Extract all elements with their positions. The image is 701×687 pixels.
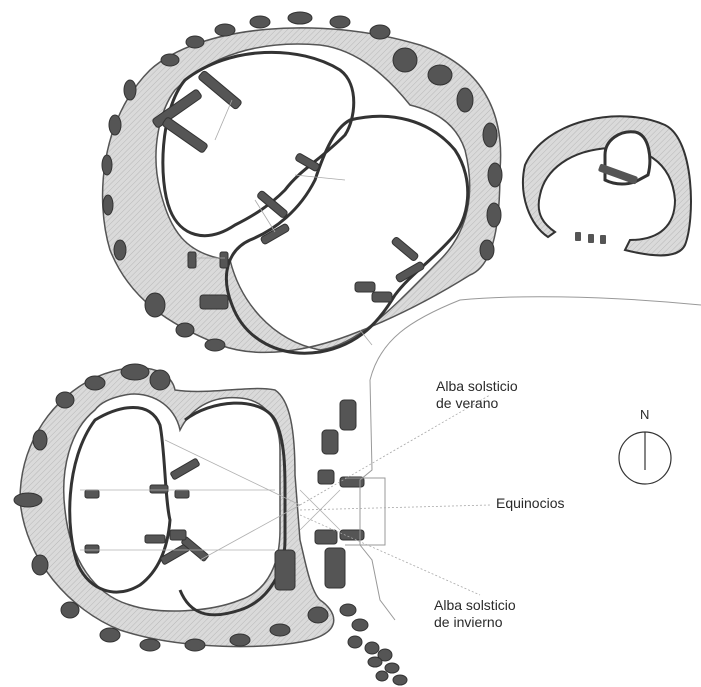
small-wall-band <box>521 115 692 257</box>
lower-structure <box>13 363 408 686</box>
lower-chamber-right <box>178 401 287 617</box>
summer-solstice-label-line2: de verano <box>436 395 499 411</box>
compass-icon <box>618 431 672 485</box>
entrance-stones <box>339 603 408 686</box>
lower-chamber-left <box>68 406 172 594</box>
summer-solstice-line <box>299 394 491 506</box>
north-label: N <box>640 407 650 422</box>
upper-chamber-left <box>161 50 356 238</box>
lower-stones <box>13 363 365 652</box>
summer-solstice-label-line1: Alba solsticio <box>436 378 518 394</box>
upper-stones <box>101 11 503 352</box>
winter-solstice-line <box>299 514 481 596</box>
upper-structure <box>101 11 503 355</box>
small-structure <box>521 115 692 257</box>
upper-wall-band <box>101 27 502 354</box>
winter-solstice-label: Alba solsticio de invierno <box>434 597 516 631</box>
winter-solstice-label-line1: Alba solsticio <box>434 597 516 613</box>
terrain-lines <box>345 296 701 621</box>
winter-solstice-label-line2: de invierno <box>434 614 503 630</box>
equinox-label: Equinocios <box>496 495 565 511</box>
summer-solstice-label: Alba solsticio de verano <box>436 378 518 412</box>
equinox-line <box>299 504 491 511</box>
alignment-lines <box>299 394 491 596</box>
upper-chamber-right <box>224 114 470 355</box>
